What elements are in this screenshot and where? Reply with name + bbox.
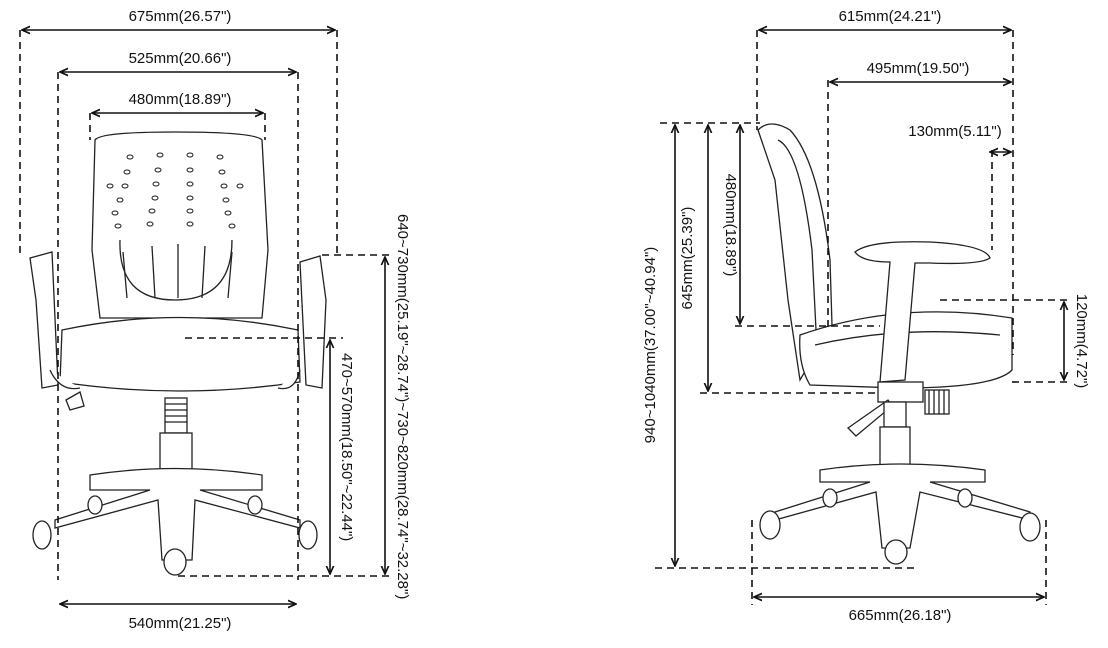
- side-overall-depth-label: 615mm(24.21"): [839, 8, 942, 25]
- front-arm-width-label: 525mm(20.66"): [129, 50, 232, 67]
- side-base-depth-label: 665mm(26.18"): [849, 607, 952, 624]
- back-vent-holes: [106, 152, 244, 229]
- side-seat-adjust-label: 120mm(4.72"): [1073, 294, 1090, 389]
- front-chair-drawing: [29, 131, 327, 576]
- side-dimensions: 615mm(24.21") 495mm(19.50") 130mm(5.11")…: [642, 8, 1090, 624]
- front-dimensions: 675mm(26.57") 525mm(20.66") 480mm(18.89"…: [19, 8, 411, 632]
- front-back-width-label: 480mm(18.89"): [129, 91, 232, 108]
- side-arm-adjust-label: 130mm(5.11"): [908, 123, 1001, 140]
- front-base-width-label: 540mm(21.25"): [129, 615, 232, 632]
- casters-side: [759, 488, 1041, 565]
- side-overall-height-label: 940~1040mm(37.00"~40.94"): [642, 247, 659, 444]
- front-seat-height-label: 470~570mm(18.50"~22.44"): [338, 353, 355, 541]
- side-arm-depth-label: 495mm(19.50"): [867, 60, 970, 77]
- side-back-height-label: 480mm(18.89"): [722, 174, 739, 277]
- front-overall-width-label: 675mm(26.57"): [129, 8, 232, 25]
- side-chair-drawing: [757, 123, 1041, 565]
- side-back-seat-height-label: 645mm(25.39"): [679, 207, 696, 310]
- casters-front: [32, 495, 318, 576]
- front-arm-height-label: 640~730mm(25.19"~28.74")~730~820mm(28.74…: [394, 214, 411, 599]
